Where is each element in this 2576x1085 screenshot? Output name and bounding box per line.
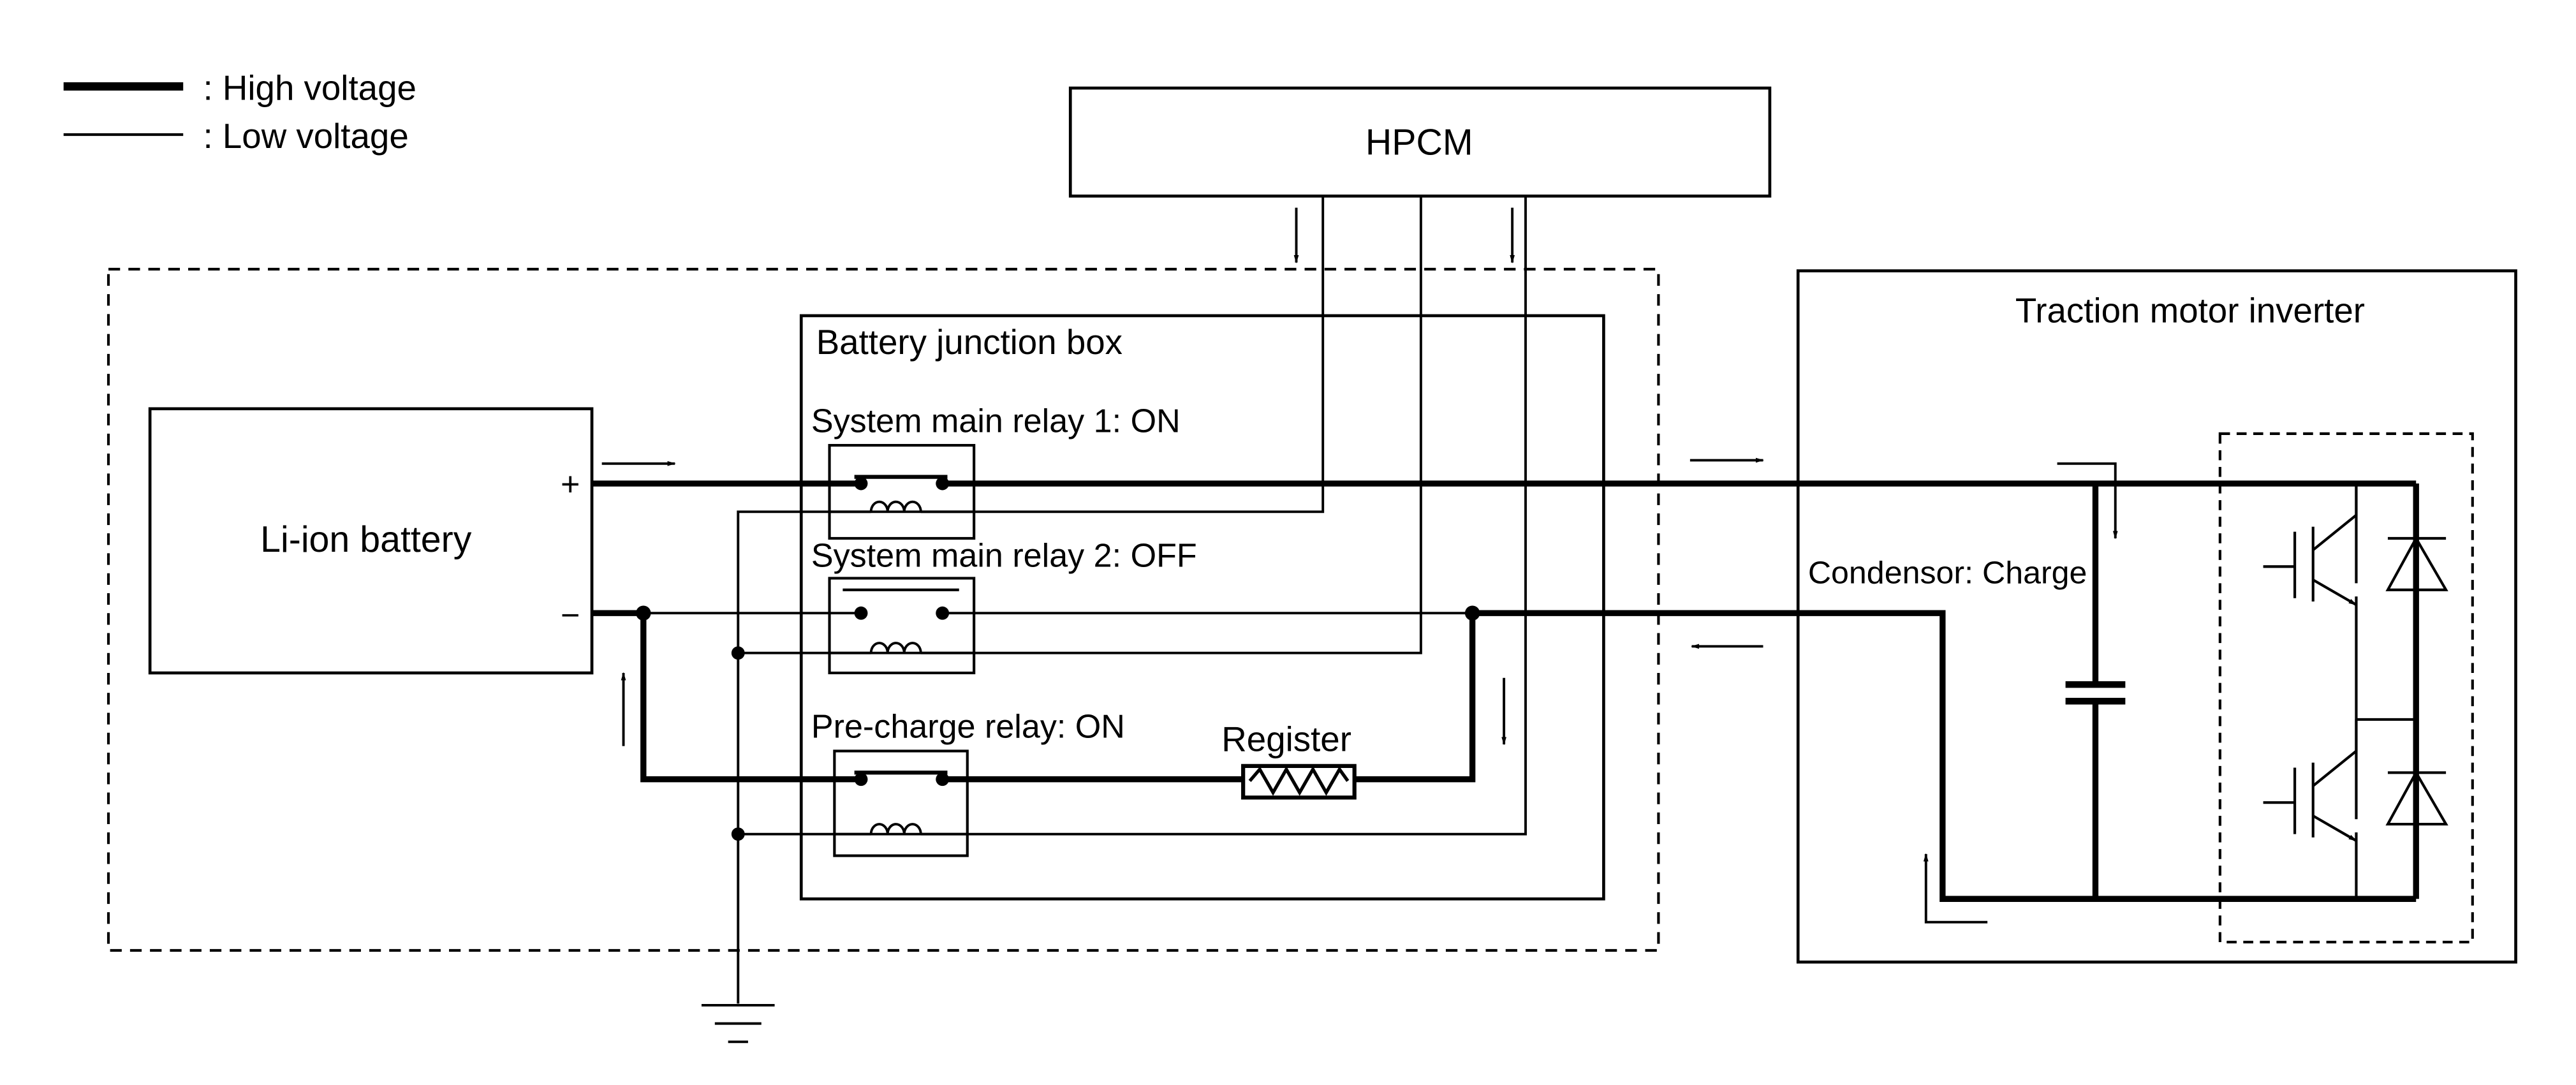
junction-box-frame bbox=[799, 314, 1605, 901]
lv-hpcm-relay1 bbox=[737, 196, 1325, 1004]
igbt-mid-link bbox=[2355, 596, 2417, 820]
arrow-return-up-icon bbox=[1923, 853, 1988, 924]
precharge-contact-left bbox=[854, 772, 868, 786]
battery-label: Li-ion battery bbox=[260, 519, 472, 560]
system-main-relay-1 bbox=[828, 444, 976, 540]
relay1-box bbox=[828, 444, 976, 540]
traction-motor-inverter: Traction motor inverter Condensor: Charg… bbox=[1796, 269, 2517, 964]
hv-precharge-return bbox=[1354, 610, 2417, 902]
inverter-title: Traction motor inverter bbox=[2015, 290, 2365, 330]
arrow-charge-down-icon bbox=[2057, 462, 2118, 540]
relay2-box bbox=[828, 577, 976, 675]
resistor-body bbox=[1241, 764, 1357, 800]
resistor-symbol bbox=[1241, 764, 1357, 800]
relay1-coil-icon bbox=[829, 500, 975, 513]
register-label: Register bbox=[1221, 719, 1351, 758]
junction-dots bbox=[636, 605, 1480, 841]
relay2-contact-right bbox=[936, 606, 950, 620]
li-ion-battery: Li-ion battery + − bbox=[148, 407, 594, 675]
inverter-box bbox=[1796, 269, 2517, 964]
junction-box-title: Battery junction box bbox=[816, 322, 1122, 362]
battery-junction-box: Battery junction box System main relay 1… bbox=[799, 314, 1605, 901]
legend-low-voltage-label: : Low voltage bbox=[203, 116, 409, 156]
battery-module-enclosure bbox=[107, 267, 1660, 952]
junction-dot bbox=[731, 827, 745, 841]
diode-lower-icon bbox=[2385, 770, 2448, 826]
system-main-relay-2 bbox=[828, 577, 976, 675]
relay1-contact-left bbox=[854, 476, 868, 491]
relay2-coil-icon bbox=[829, 642, 975, 654]
hpcm-label: HPCM bbox=[1365, 122, 1473, 163]
precharge-coil-icon bbox=[834, 823, 968, 836]
ground-symbol bbox=[701, 1004, 775, 1044]
relay2-label: System main relay 2: OFF bbox=[811, 537, 1197, 574]
resistor-zigzag bbox=[1248, 765, 1350, 796]
condensor-label: Condensor: Charge bbox=[1808, 555, 2087, 590]
diode-upper-icon bbox=[2385, 535, 2448, 591]
junction-dot bbox=[1464, 605, 1480, 621]
junction-dot bbox=[731, 646, 745, 660]
igbt-module-box bbox=[2218, 432, 2474, 944]
precharge-contact-right bbox=[936, 772, 950, 786]
battery-minus-terminal: − bbox=[561, 597, 580, 634]
current-flow-arrows bbox=[601, 207, 2118, 924]
legend-high-voltage-label: : High voltage bbox=[203, 68, 416, 107]
precharge-relay-label: Pre-charge relay: ON bbox=[811, 709, 1125, 746]
igbt-lower-transistor-icon bbox=[2263, 719, 2358, 842]
relay2-contact-left bbox=[854, 606, 868, 620]
relay1-contact-right bbox=[936, 476, 950, 491]
pre-charge-relay bbox=[833, 749, 969, 857]
lv-hpcm-precharge bbox=[738, 196, 1527, 836]
high-voltage-wiring bbox=[592, 480, 2419, 902]
igbt-upper-transistor-icon bbox=[2263, 483, 2358, 606]
relay1-label: System main relay 1: ON bbox=[811, 402, 1181, 439]
battery-plus-terminal: + bbox=[561, 466, 580, 503]
junction-dot bbox=[636, 605, 651, 621]
hpcm-block: HPCM bbox=[1068, 86, 1772, 198]
legend: : High voltage : Low voltage bbox=[63, 68, 416, 156]
battery-box bbox=[148, 407, 594, 675]
precharge-relay-box bbox=[833, 749, 969, 857]
hv-negative-trunk bbox=[592, 610, 862, 783]
